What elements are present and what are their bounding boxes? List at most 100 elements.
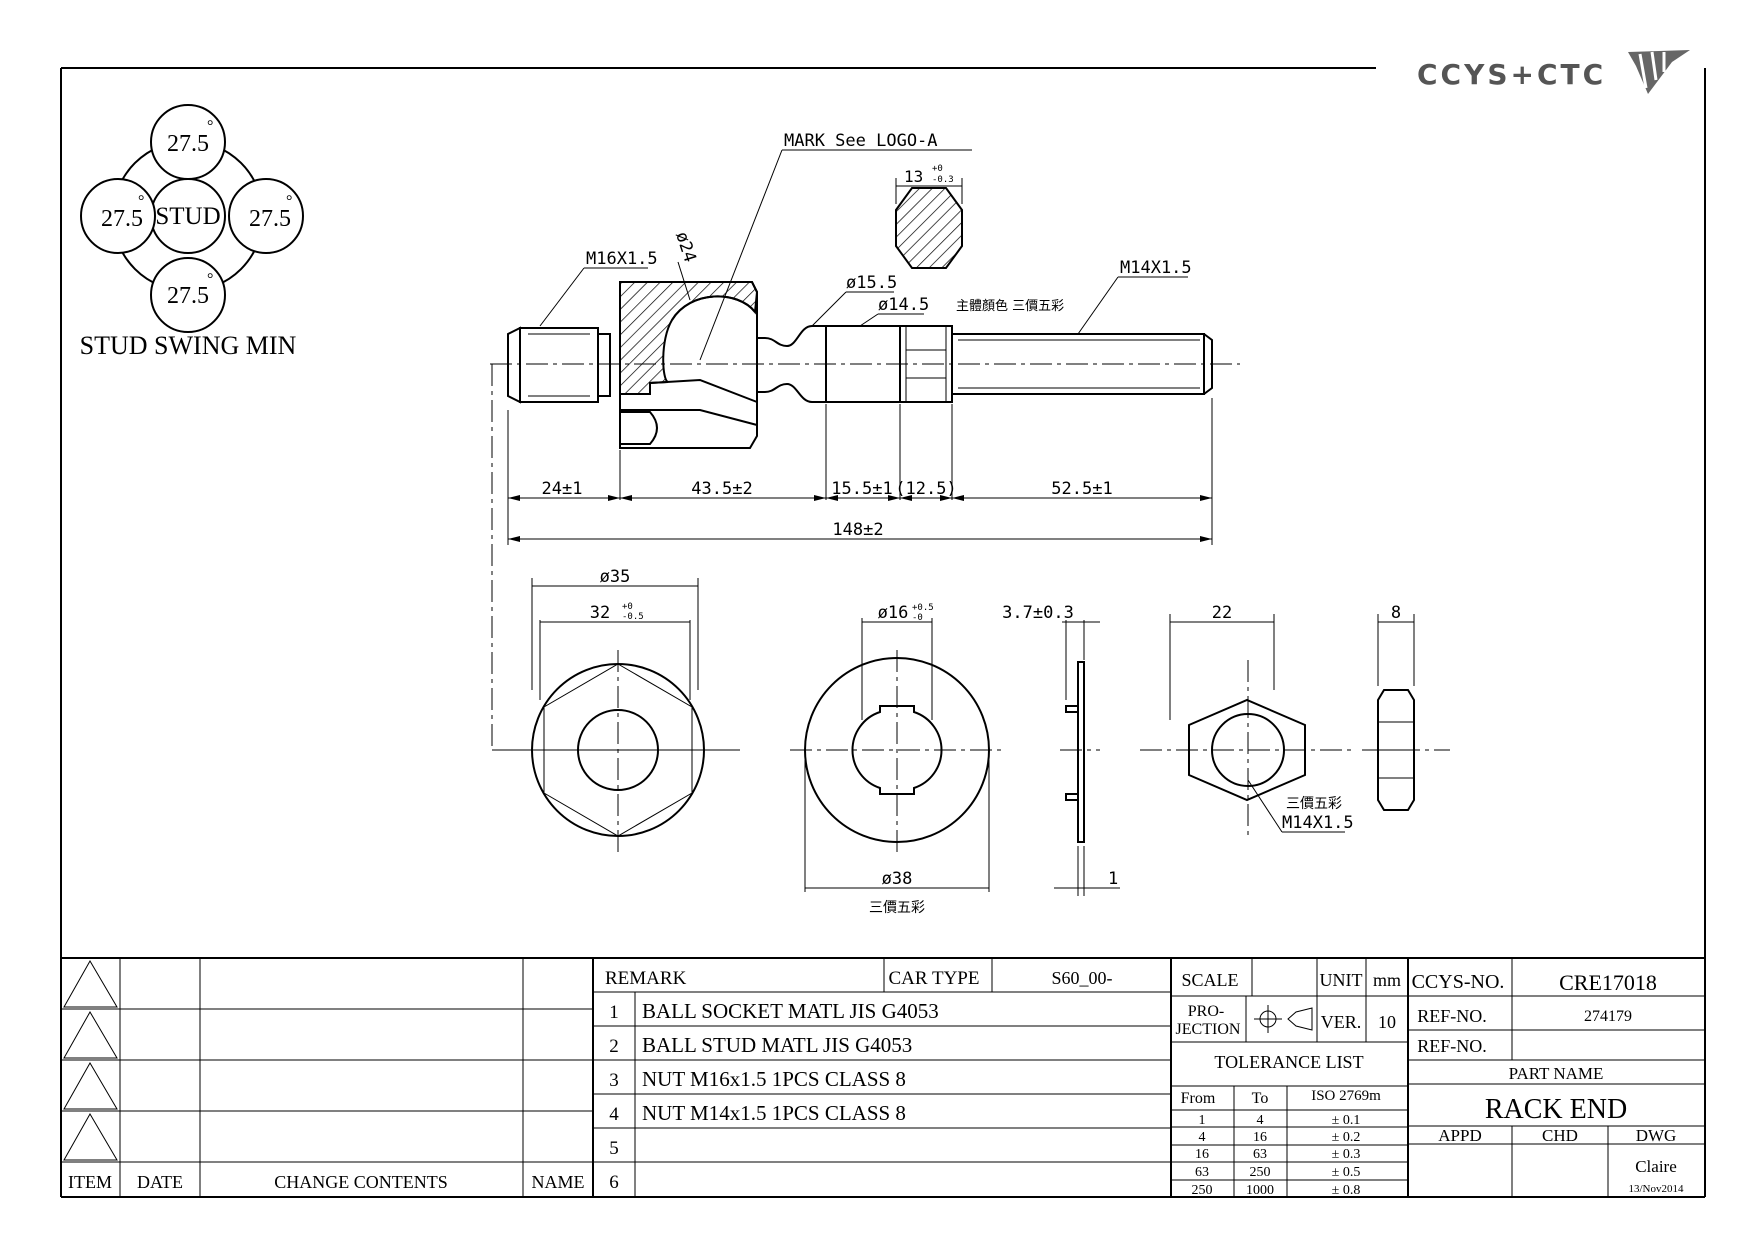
rack-end-side-view xyxy=(490,187,1240,449)
tol-to: 4 xyxy=(1257,1113,1264,1128)
revision-triangle-icon xyxy=(63,1112,118,1161)
dwg-label: DWG xyxy=(1636,1126,1677,1145)
revision-triangle-icon xyxy=(63,1061,118,1110)
remark-num: 5 xyxy=(609,1138,619,1159)
tolerance-title: TOLERANCE LIST xyxy=(1214,1052,1363,1072)
swing-left-value: 27.5 xyxy=(101,206,143,232)
swing-right-circle xyxy=(228,178,304,254)
scale-label: SCALE xyxy=(1181,970,1238,990)
dim-52-5: 52.5±1 xyxy=(1051,479,1112,499)
car-type-value: S60_00- xyxy=(1051,968,1112,988)
dia-35-label: ø35 xyxy=(600,567,631,587)
dia-16-label: ø16 xyxy=(878,603,909,623)
mark-logo-note: MARK See LOGO-A xyxy=(784,131,938,151)
revision-table: ITEM DATE CHANGE CONTENTS NAME xyxy=(61,958,594,1197)
tol-value: ± 0.5 xyxy=(1332,1165,1361,1180)
degree-mark: ° xyxy=(207,271,213,288)
washer-bore xyxy=(851,705,943,795)
tol-from: 16 xyxy=(1195,1147,1209,1162)
nut-color-note: 三價五彩 xyxy=(1286,795,1342,812)
projection-label-2: JECTION xyxy=(1176,1021,1241,1038)
tol-from: 63 xyxy=(1195,1165,1209,1180)
unit-value: mm xyxy=(1373,970,1401,990)
dim-12-5: (12.5) xyxy=(895,479,956,499)
dim-8-label: 8 xyxy=(1391,603,1401,623)
dia-24-label: ø24 xyxy=(671,229,700,264)
tol-from: 1 xyxy=(1199,1113,1206,1128)
lock-washer-view: ø16 +0.5 -0 ø38 三價五彩 xyxy=(790,603,1004,916)
washer-color-note: 三價五彩 xyxy=(869,899,925,916)
ccys-no-label: CCYS-NO. xyxy=(1412,971,1505,993)
dim-43-5: 43.5±2 xyxy=(691,479,752,499)
remark-text: BALL SOCKET MATL JIS G4053 xyxy=(642,999,939,1023)
remark-num: 6 xyxy=(609,1172,619,1193)
swing-left-circle xyxy=(80,178,156,254)
dim-24: 24±1 xyxy=(542,479,583,499)
tol-from: 4 xyxy=(1199,1130,1206,1145)
col-name: NAME xyxy=(532,1172,585,1192)
swing-bottom-circle xyxy=(150,257,226,333)
col-change-contents: CHANGE CONTENTS xyxy=(274,1172,448,1192)
stud-label: STUD xyxy=(155,203,220,230)
col-date: DATE xyxy=(137,1172,183,1192)
company-logo: CCYS+CTC xyxy=(1417,50,1690,94)
thread-m16: M16X1.5 xyxy=(586,249,658,269)
chd-label: CHD xyxy=(1542,1126,1578,1145)
dim-148: 148±2 xyxy=(832,520,883,540)
drawn-by: Claire xyxy=(1635,1157,1677,1176)
nut-thread-label: M14X1.5 xyxy=(1282,813,1354,833)
part-name-value: RACK END xyxy=(1485,1094,1627,1125)
degree-mark: ° xyxy=(207,118,213,135)
remark-text: NUT M16x1.5 1PCS CLASS 8 xyxy=(642,1067,906,1091)
drawing-frame xyxy=(60,67,1706,1198)
nut-m14-hex xyxy=(1188,698,1306,802)
dim-3-7-label: 3.7±0.3 xyxy=(1002,603,1074,623)
ver-value: 10 xyxy=(1378,1012,1396,1032)
dia-16-tol-lower: -0 xyxy=(912,613,923,623)
unit-label: UNIT xyxy=(1320,970,1363,990)
washer-side-view: 3.7±0.3 1 xyxy=(1002,603,1120,896)
remarks-table: REMARK CAR TYPE S60_00- 1 BALL SOCKET MA… xyxy=(593,958,1171,1197)
hex-tol-upper: +0 xyxy=(932,164,943,174)
revision-triangle-icon xyxy=(63,959,118,1008)
remark-num: 3 xyxy=(609,1070,619,1091)
tol-value: ± 0.3 xyxy=(1332,1147,1361,1162)
drawing-date: 13/Nov2014 xyxy=(1629,1183,1685,1195)
remark-num: 4 xyxy=(609,1104,619,1125)
tol-value: ± 0.8 xyxy=(1332,1183,1361,1198)
tol-iso-header: ISO 2769m xyxy=(1311,1088,1381,1104)
dim-15-5: 15.5±1 xyxy=(831,479,892,499)
dim-32-tol-upper: +0 xyxy=(622,602,633,612)
swing-right-value: 27.5 xyxy=(249,206,291,232)
projection-label-1: PRO- xyxy=(1188,1003,1224,1020)
ver-label: VER. xyxy=(1321,1012,1362,1032)
logo-mark-icon xyxy=(1628,50,1690,94)
remark-num: 2 xyxy=(609,1036,619,1057)
dimension-lines: 24±1 43.5±2 15.5±1 (12.5) 52.5±1 148±2 M… xyxy=(491,131,1213,751)
col-item: ITEM xyxy=(68,1172,112,1192)
title-block: ITEM DATE CHANGE CONTENTS NAME REMARK CA… xyxy=(61,957,1705,1198)
swing-caption: STUD SWING MIN xyxy=(80,331,297,360)
tol-value: ± 0.2 xyxy=(1332,1130,1361,1145)
remark-num: 1 xyxy=(609,1002,619,1023)
remark-text: BALL STUD MATL JIS G4053 xyxy=(642,1033,912,1057)
part-name-label: PART NAME xyxy=(1509,1064,1604,1083)
nut-m14-view: 22 三價五彩 M14X1.5 xyxy=(1140,603,1354,840)
degree-mark: ° xyxy=(138,193,144,210)
body-color-note: 主體顏色 三價五彩 xyxy=(956,298,1064,314)
dim-22-label: 22 xyxy=(1212,603,1232,623)
third-angle-projection-icon xyxy=(1254,1005,1313,1033)
ref-no-value: 274179 xyxy=(1584,1008,1632,1025)
stud-swing-diagram: STUD 27.5 27.5 27.5 27.5 ° ° ° ° STUD SW… xyxy=(80,104,304,360)
car-type-label: CAR TYPE xyxy=(889,968,980,989)
ref-no-label: REF-NO. xyxy=(1417,1036,1487,1056)
ccys-no-value: CRE17018 xyxy=(1559,970,1657,995)
revision-triangle-icon xyxy=(63,1010,118,1059)
dia-14-5-label: ø14.5 xyxy=(878,295,929,315)
dim-1-label: 1 xyxy=(1108,869,1118,889)
tol-value: ± 0.1 xyxy=(1332,1113,1361,1128)
hex-tol-lower: -0.3 xyxy=(932,175,954,185)
nut-side-view: 8 xyxy=(1362,603,1450,811)
degree-mark: ° xyxy=(286,193,292,210)
